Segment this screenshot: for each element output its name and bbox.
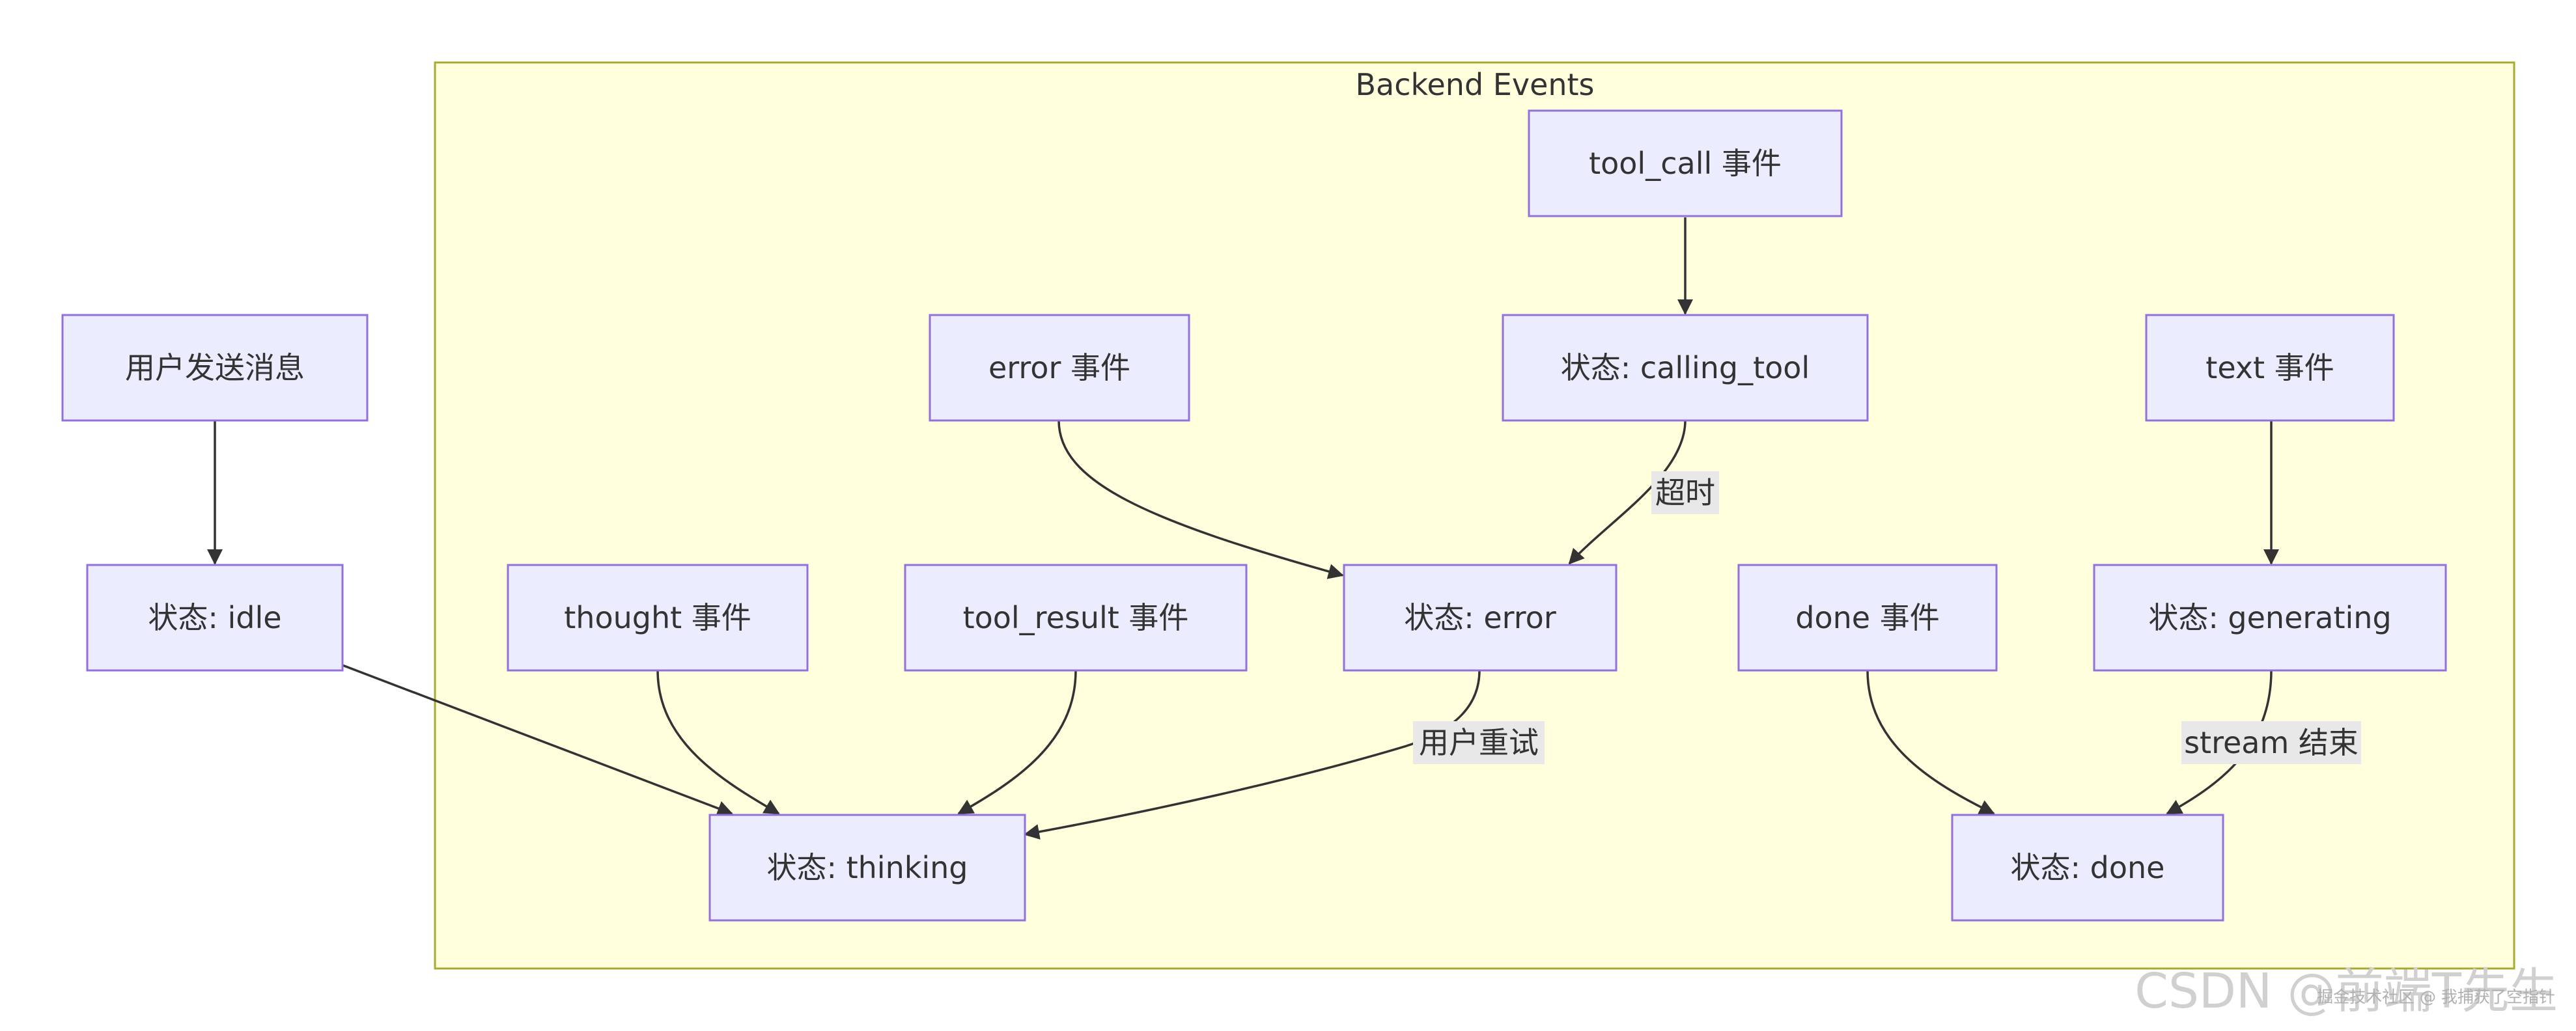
edge-label-stream-end: stream 结束 [2184,725,2359,760]
node-state-thinking-label: 状态: thinking [766,850,968,885]
node-text-event: text 事件 [2145,314,2395,422]
nodes: 用户发送消息 状态: idle error 事件 tool_call 事件 状态… [61,109,2447,922]
watermark-main: CSDN @前端T先生 [2135,963,2558,1019]
edge-error-event-to-state-error [1057,420,1344,579]
edge-label-user-retry-bg [1413,721,1545,764]
node-user-send: 用户发送消息 [61,314,369,422]
node-state-generating: 状态: generating [2093,564,2447,672]
edge-label-timeout-bg [1651,471,1719,514]
node-state-generating-label: 状态: generating [2148,600,2391,635]
node-state-calling-tool-label: 状态: calling_tool [1561,350,1810,385]
cluster-title: Backend Events [1355,67,1594,102]
node-text-event-label: text 事件 [2205,350,2334,385]
node-tool-call-event: tool_call 事件 [1528,109,1843,217]
edge-tool-result-to-thinking [957,670,1077,815]
edge-thought-to-thinking [656,670,780,815]
node-state-thinking: 状态: thinking [708,814,1026,922]
edge-labels: 超时 用户重试 stream 结束 [1413,471,2361,764]
node-tool-result-event: tool_result 事件 [904,564,1248,672]
node-state-done: 状态: done [1951,814,2224,922]
node-state-error: 状态: error [1343,564,1617,672]
node-thought-event: thought 事件 [507,564,809,672]
node-error-event-label: error 事件 [988,350,1130,385]
edge-label-timeout: 超时 [1655,475,1715,510]
watermark-sub: 掘金技术社区 @ 我捕获了空指针 [2317,987,2555,1006]
watermark: CSDN @前端T先生 掘金技术社区 @ 我捕获了空指针 [2135,963,2558,1019]
node-state-error-label: 状态: error [1404,600,1556,635]
edge-error-to-thinking [1024,670,1481,840]
node-thought-event-label: thought 事件 [564,600,751,635]
node-done-event: done 事件 [1737,564,1998,672]
node-state-done-label: 状态: done [2011,850,2165,885]
node-tool-call-event-label: tool_call 事件 [1589,146,1782,181]
node-state-idle-label: 状态: idle [148,600,281,635]
node-state-idle: 状态: idle [86,564,344,672]
edges [207,217,2279,840]
edge-label-stream-end-bg [2181,721,2361,764]
edge-done-event-to-state-done [1866,670,1995,815]
edge-calling-tool-to-state-error [1568,420,1687,565]
node-state-calling-tool: 状态: calling_tool [1502,314,1869,422]
node-done-event-label: done 事件 [1795,600,1939,635]
edge-label-user-retry: 用户重试 [1419,725,1539,760]
node-tool-result-event-label: tool_result 事件 [963,600,1189,635]
node-user-send-label: 用户发送消息 [125,350,305,385]
node-error-event: error 事件 [929,314,1190,422]
edge-idle-to-thinking [342,664,733,816]
